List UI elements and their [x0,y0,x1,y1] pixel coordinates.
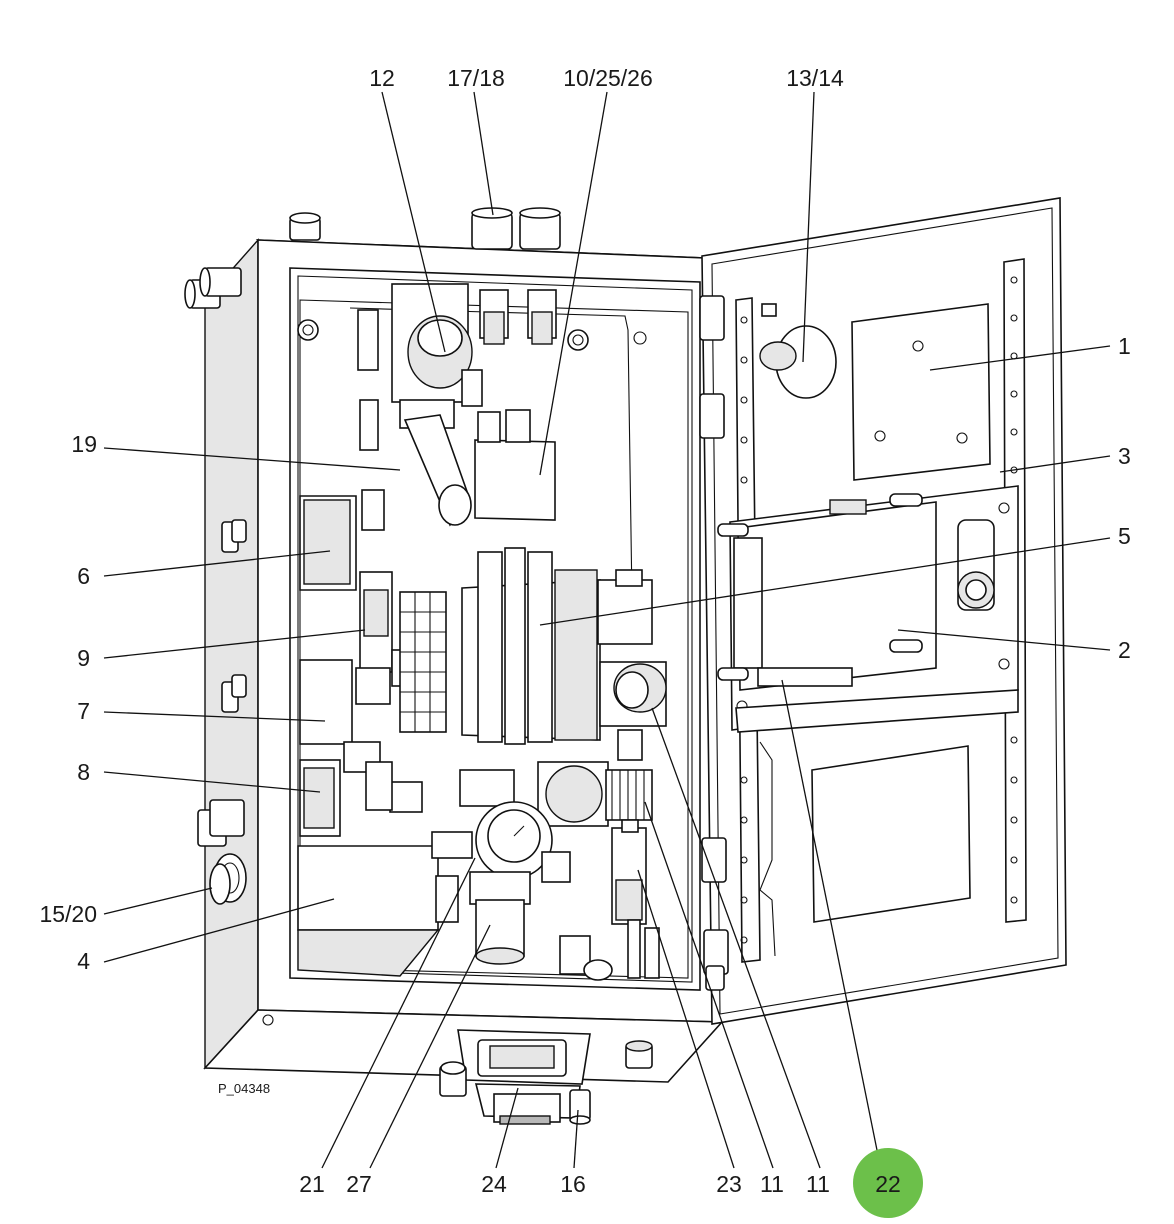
callout-highlight: 22 [875,1171,901,1197]
callout-bottom-6: 11 [760,1171,784,1197]
callout-left-6: 15/20 [39,901,97,927]
callout-labels: 12 17/18 10/25/26 13/14 19 6 9 7 8 15/20… [39,65,1131,1218]
left-wall-fittings [184,267,247,905]
highlight-circle [853,1148,923,1218]
callout-top-2: 17/18 [447,65,505,91]
internal-components [297,283,667,981]
callout-top-4: 13/14 [786,65,844,91]
callout-bottom-4: 16 [560,1171,586,1197]
callout-right-4: 2 [1118,637,1131,663]
callout-left-3: 9 [77,645,90,671]
callout-bottom-1: 21 [299,1171,325,1197]
callout-right-2: 3 [1118,443,1131,469]
bottom-connector [439,1029,653,1125]
callout-left-7: 4 [77,948,90,974]
drawing-reference: P_04348 [218,1081,270,1096]
callout-right-1: 1 [1118,333,1131,359]
callout-left-1: 19 [71,431,97,457]
top-cable-glands [289,207,561,250]
leader-lines [103,91,1111,1169]
callout-bottom-7: 11 [806,1171,830,1197]
callout-right-3: 5 [1118,523,1131,549]
callout-left-5: 8 [77,759,90,785]
callout-bottom-3: 24 [481,1171,507,1197]
callout-bottom-2: 27 [346,1171,372,1197]
callout-left-2: 6 [77,563,90,589]
callout-left-4: 7 [77,698,90,724]
callout-top-3: 10/25/26 [563,65,653,91]
callout-top-1: 12 [369,65,395,91]
callout-bottom-5: 23 [716,1171,742,1197]
cabinet-door [699,197,1067,1025]
